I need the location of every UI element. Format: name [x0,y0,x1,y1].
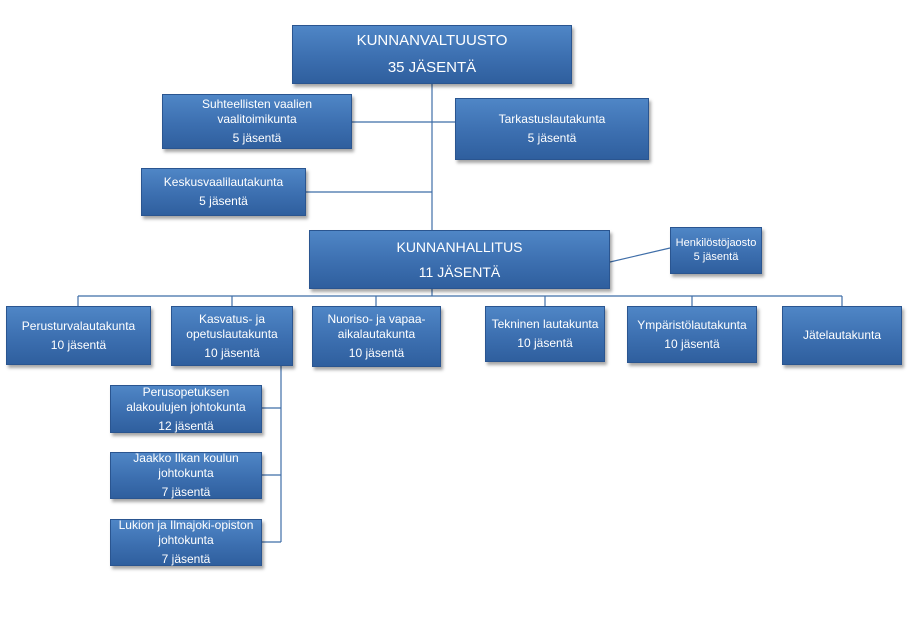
link-henkilosto [609,247,671,263]
node-title-line2: vaalitoimikunta [217,112,297,126]
node-title-line1: Suhteellisten vaalien [201,97,313,111]
node-title-line2: aikalautakunta [337,327,416,341]
node-title: KUNNANVALTUUSTO [356,32,508,50]
node-perusturvalautakunta: Perusturvalautakunta 10 jäsentä [6,306,151,365]
node-members: 5 jäsentä [693,250,739,263]
node-title-line1: Lukion ja Ilmajoki-opiston [118,518,254,532]
node-perusopetus-johtokunta: Perusopetuksen alakoulujen johtokunta 12… [110,385,262,433]
node-members: 10 jäsentä [204,345,260,360]
node-kunnanvaltuusto: KUNNANVALTUUSTO 35 JÄSENTÄ [292,25,572,84]
node-members: 5 jäsentä [527,131,577,145]
node-title-line1: Jaakko Ilkan koulun [133,451,239,465]
node-title: Ympäristölautakunta [637,317,747,332]
node-title-line2: johtokunta [158,466,214,480]
node-vaalitoimikunta: Suhteellisten vaalien vaalitoimikunta 5 … [162,94,352,149]
node-title: Keskusvaalilautakunta [163,175,284,189]
node-ymparistolautakunta: Ympäristölautakunta 10 jäsentä [627,306,757,363]
node-members: 10 jäsentä [664,336,720,351]
node-jaakko-ilkan-johtokunta: Jaakko Ilkan koulun johtokunta 7 jäsentä [110,451,262,499]
node-members: 5 jäsentä [232,131,282,145]
node-members: 35 JÄSENTÄ [387,58,477,76]
node-members: 5 jäsentä [199,194,248,208]
node-lukio-johtokunta: Lukion ja Ilmajoki-opiston johtokunta 7 … [110,518,262,566]
node-title: Henkilöstöjaosto [675,237,757,250]
node-title-line2: opetuslautakunta [186,326,278,341]
node-title: Tekninen lautakunta [491,317,599,331]
node-kasvatuslautakunta: Kasvatus- ja opetuslautakunta 10 jäsentä [171,306,293,366]
node-title: Tarkastuslautakunta [498,112,606,126]
node-tarkastuslautakunta: Tarkastuslautakunta 5 jäsentä [455,98,649,160]
node-members: 10 jäsentä [348,346,405,360]
node-title: Jätelautakunta [802,328,882,342]
node-title: Perusturvalautakunta [21,318,136,333]
node-kunnanhallitus: KUNNANHALLITUS 11 JÄSENTÄ [309,230,610,289]
node-jatelautakunta: Jätelautakunta [782,306,902,365]
node-title-line1: Kasvatus- ja [198,311,266,326]
node-title: KUNNANHALLITUS [396,239,523,255]
node-title-line2: johtokunta [158,533,214,547]
node-title-line1: Perusopetuksen [142,384,230,399]
node-title-line2: alakoulujen johtokunta [126,399,246,414]
node-keskusvaalilautakunta: Keskusvaalilautakunta 5 jäsentä [141,168,306,216]
node-henkilostojaosto: Henkilöstöjaosto 5 jäsentä [670,227,762,274]
node-members: 12 jäsentä [158,418,214,433]
node-members: 11 JÄSENTÄ [418,263,501,280]
node-nuorisolautakunta: Nuoriso- ja vapaa- aikalautakunta 10 jäs… [312,306,441,367]
node-members: 10 jäsentä [517,336,573,350]
node-members: 10 jäsentä [50,337,107,352]
node-title-line1: Nuoriso- ja vapaa- [327,312,426,326]
node-tekninenlautakunta: Tekninen lautakunta 10 jäsentä [485,306,605,362]
node-members: 7 jäsentä [161,552,211,566]
node-members: 7 jäsentä [161,485,211,499]
